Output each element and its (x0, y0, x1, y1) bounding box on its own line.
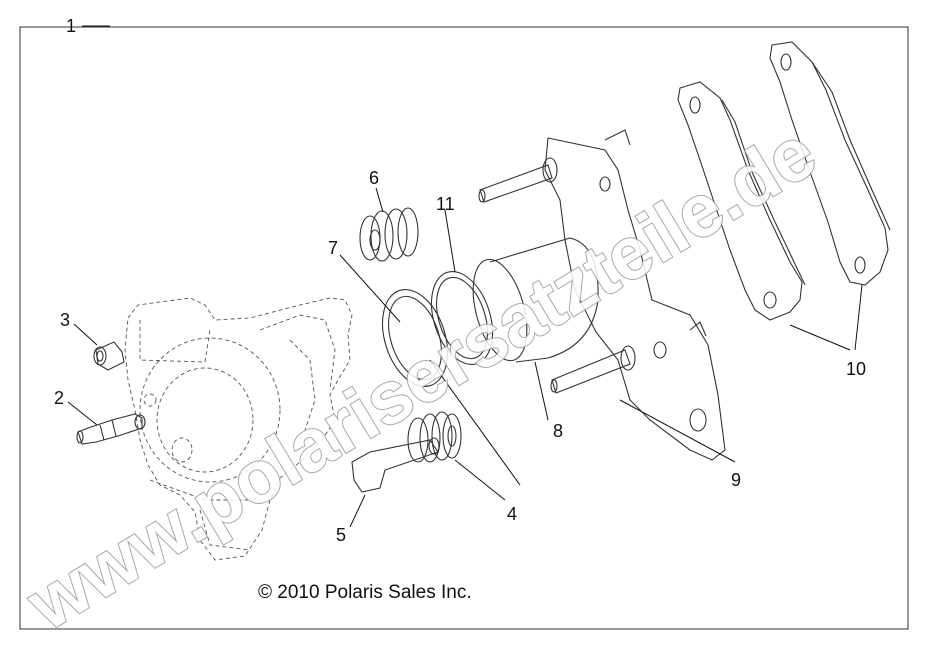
callout-8: 8 (553, 421, 563, 441)
pin-boot-lower (407, 411, 462, 463)
caliper-body (124, 297, 353, 561)
brake-pad-inner (677, 81, 806, 321)
callout-11: 11 (436, 194, 455, 214)
callout-6: 6 (369, 168, 379, 188)
diagram-frame (19, 26, 909, 630)
brake-pad-outer (769, 41, 891, 286)
callout-9: 9 (731, 470, 741, 490)
pin-boot-upper (359, 207, 419, 262)
callout-10: 10 (846, 359, 866, 379)
callout-7: 7 (328, 238, 338, 258)
bleeder-screw (76, 413, 146, 445)
callout-1: 1 (66, 16, 76, 36)
callout-5: 5 (336, 525, 346, 545)
piston-seal (382, 289, 448, 387)
caliper-bushing (93, 341, 125, 371)
callout-3: 3 (60, 310, 70, 330)
dust-seal (430, 270, 494, 366)
mounting-bracket (478, 129, 726, 461)
copyright-notice: © 2010 Polaris Sales Inc. (258, 582, 472, 603)
callout-4: 4 (507, 504, 517, 524)
leader-lines (67, 25, 863, 528)
callout-2: 2 (54, 388, 64, 408)
watermark: www.polarisersatzteile.de (13, 110, 830, 646)
callout-labels: 1 2 3 4 5 6 7 8 9 10 11 (54, 16, 866, 545)
caliper-piston (472, 237, 599, 363)
